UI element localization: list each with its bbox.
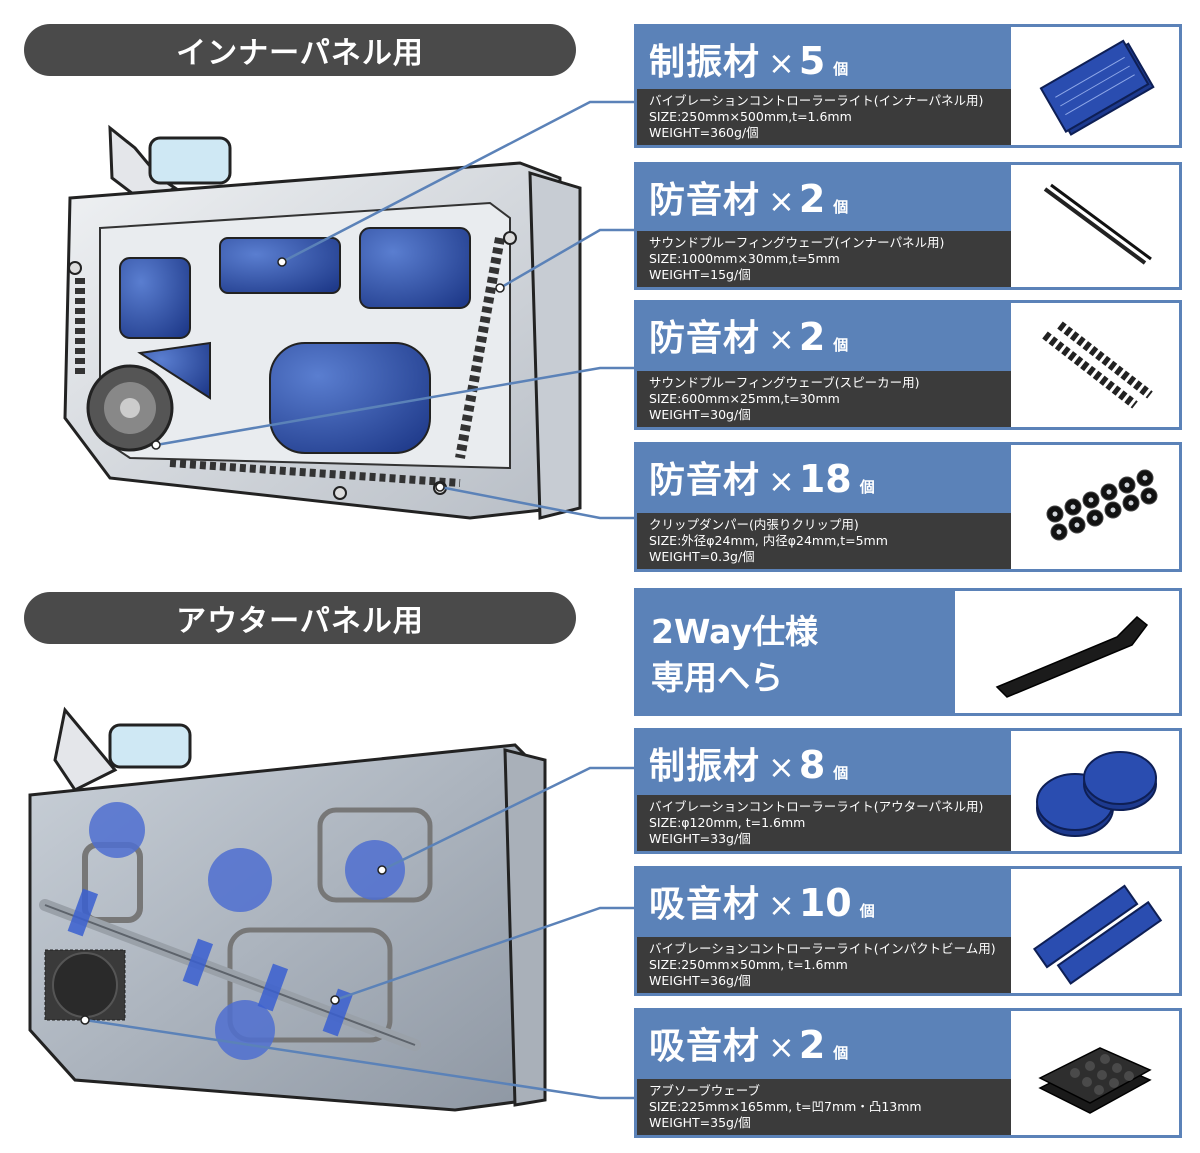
card-specs: アブソーブウェーブ SIZE:225mm×165mm, t=凹7mm・凸13mm… [637, 1079, 1011, 1135]
outer-panel-heading: アウターパネル用 [24, 592, 576, 644]
spec-line: バイブレーションコントローラーライト(インパクトビーム用) [649, 941, 996, 956]
pry-tool-image [955, 591, 1179, 713]
card-title: 防音材 [649, 180, 761, 221]
card-count: 18 [798, 457, 852, 501]
card-unit: 個 [833, 198, 849, 216]
spec-line: SIZE:250mm×50mm, t=1.6mm [649, 957, 848, 972]
multiply-sign: × [768, 748, 795, 786]
thin-strip-image [1011, 165, 1179, 287]
multiply-sign: × [768, 182, 795, 220]
spec-line: サウンドプルーフィングウェーブ(インナーパネル用) [649, 235, 945, 250]
spec-line: WEIGHT=33g/個 [649, 831, 751, 846]
product-card-pry-tool: 2Way仕様 専用へら [634, 588, 1182, 716]
card-specs: クリップダンパー(内張りクリップ用) SIZE:外径φ24mm, 内径φ24mm… [637, 513, 1011, 569]
card-count: 2 [798, 315, 826, 359]
multiply-sign: × [768, 462, 795, 500]
spec-line: SIZE:600mm×25mm,t=30mm [649, 391, 840, 406]
card-count: 8 [798, 743, 826, 787]
spec-line: SIZE:250mm×500mm,t=1.6mm [649, 109, 852, 124]
card-title: 制振材 [649, 746, 761, 787]
multiply-sign: × [768, 320, 795, 358]
card-count: 2 [798, 177, 826, 221]
card-title: 防音材 [649, 460, 761, 501]
round-discs-image [1011, 731, 1179, 851]
card-unit: 個 [859, 902, 875, 920]
card-title: 吸音材 [649, 884, 761, 925]
card-specs: バイブレーションコントローラーライト(インパクトビーム用) SIZE:250mm… [637, 937, 1011, 993]
card-unit: 個 [833, 764, 849, 782]
spec-line: WEIGHT=0.3g/個 [649, 549, 755, 564]
multiply-sign: × [768, 44, 795, 82]
card-specs: サウンドプルーフィングウェーブ(インナーパネル用) SIZE:1000mm×30… [637, 231, 1011, 287]
card-specs: サウンドプルーフィングウェーブ(スピーカー用) SIZE:600mm×25mm,… [637, 371, 1011, 427]
spec-line: WEIGHT=35g/個 [649, 1115, 751, 1130]
multiply-sign: × [768, 1028, 795, 1066]
card-title-line: 2Way仕様 [651, 612, 818, 651]
card-title: 防音材 [649, 318, 761, 359]
clip-dampers-image [1011, 445, 1179, 569]
card-unit: 個 [833, 60, 849, 78]
card-title: 吸音材 [649, 1026, 761, 1067]
spec-line: WEIGHT=360g/個 [649, 125, 759, 140]
wave-strip-image [1011, 303, 1179, 427]
spec-line: SIZE:外径φ24mm, 内径φ24mm,t=5mm [649, 533, 888, 548]
multiply-sign: × [768, 886, 795, 924]
foam-pads-image [1011, 1011, 1179, 1135]
card-count: 2 [798, 1023, 826, 1067]
card-count: 10 [798, 881, 852, 925]
card-unit: 個 [833, 1044, 849, 1062]
spec-line: WEIGHT=30g/個 [649, 407, 751, 422]
inner-door-illustration [63, 124, 582, 520]
spec-line: WEIGHT=15g/個 [649, 267, 751, 282]
blue-sheet-stack-image [1011, 27, 1179, 145]
card-specs: バイブレーションコントローラーライト(アウターパネル用) SIZE:φ120mm… [637, 795, 1011, 851]
spec-line: クリップダンパー(内張りクリップ用) [649, 517, 859, 532]
spec-line: WEIGHT=36g/個 [649, 973, 751, 988]
spec-line: アブソーブウェーブ [649, 1083, 761, 1098]
spec-line: SIZE:225mm×165mm, t=凹7mm・凸13mm [649, 1099, 922, 1114]
blue-strips-image [1011, 869, 1179, 993]
card-count: 5 [798, 39, 826, 83]
product-card-absorb-beam: 吸音材×10 個 バイブレーションコントローラーライト(インパクトビーム用) SI… [634, 866, 1182, 996]
product-card-clip-damper: 防音材×18 個 クリップダンパー(内張りクリップ用) SIZE:外径φ24mm,… [634, 442, 1182, 572]
spec-line: SIZE:1000mm×30mm,t=5mm [649, 251, 840, 266]
spec-line: サウンドプルーフィングウェーブ(スピーカー用) [649, 375, 920, 390]
spec-line: SIZE:φ120mm, t=1.6mm [649, 815, 806, 830]
card-unit: 個 [859, 478, 875, 496]
card-unit: 個 [833, 336, 849, 354]
card-title-line: 専用へら [651, 658, 783, 697]
inner-panel-heading: インナーパネル用 [24, 24, 576, 76]
card-title: 制振材 [649, 42, 761, 83]
card-specs: バイブレーションコントローラーライト(インナーパネル用) SIZE:250mm×… [637, 89, 1011, 145]
spec-line: バイブレーションコントローラーライト(アウターパネル用) [649, 799, 984, 814]
spec-line: バイブレーションコントローラーライト(インナーパネル用) [649, 93, 984, 108]
outer-door-illustration [28, 706, 547, 1112]
